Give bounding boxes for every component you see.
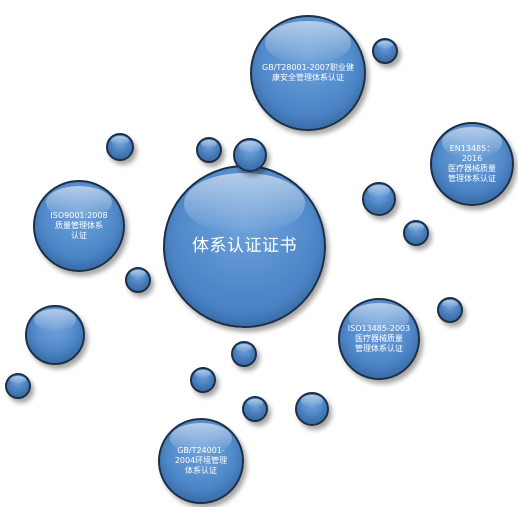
decorative-bubble	[190, 367, 216, 393]
gbt24001-certificate-label: GB/T24001- 2004环境管理 体系认证	[174, 446, 228, 475]
iso9001-certificate-label: ISO9001:2008 质量管理体系 认证	[50, 211, 108, 240]
decorative-bubble	[437, 297, 463, 323]
ohsas-certificate-label: GB/T28001-2007职业健 康安全管理体系认证	[262, 63, 354, 82]
decorative-bubble	[25, 305, 85, 365]
decorative-bubble	[106, 133, 134, 161]
iso13485-certificate-label: ISO13485-2003 医疗器械质量 管理体系认证	[347, 324, 411, 353]
decorative-bubble	[125, 267, 151, 293]
iso13485-certificate-bubble: ISO13485-2003 医疗器械质量 管理体系认证	[338, 298, 420, 380]
iso9001-certificate-bubble: ISO9001:2008 质量管理体系 认证	[33, 180, 125, 272]
decorative-bubble	[403, 220, 429, 246]
center-label: 体系认证证书	[192, 235, 297, 256]
en13485-certificate-label: EN13485： 2016 医疗器械质量 管理体系认证	[448, 144, 496, 183]
decorative-bubble	[233, 138, 267, 172]
decorative-bubble	[362, 182, 396, 216]
gbt24001-certificate-bubble: GB/T24001- 2004环境管理 体系认证	[158, 418, 244, 504]
decorative-bubble	[242, 396, 268, 422]
decorative-bubble	[196, 137, 222, 163]
ohsas-certificate-bubble: GB/T28001-2007职业健 康安全管理体系认证	[250, 15, 366, 131]
decorative-bubble	[5, 373, 31, 399]
decorative-bubble	[372, 38, 398, 64]
en13485-certificate-bubble: EN13485： 2016 医疗器械质量 管理体系认证	[430, 122, 514, 206]
decorative-bubble	[231, 341, 257, 367]
decorative-bubble	[295, 392, 329, 426]
center-bubble: 体系认证证书	[163, 165, 326, 328]
